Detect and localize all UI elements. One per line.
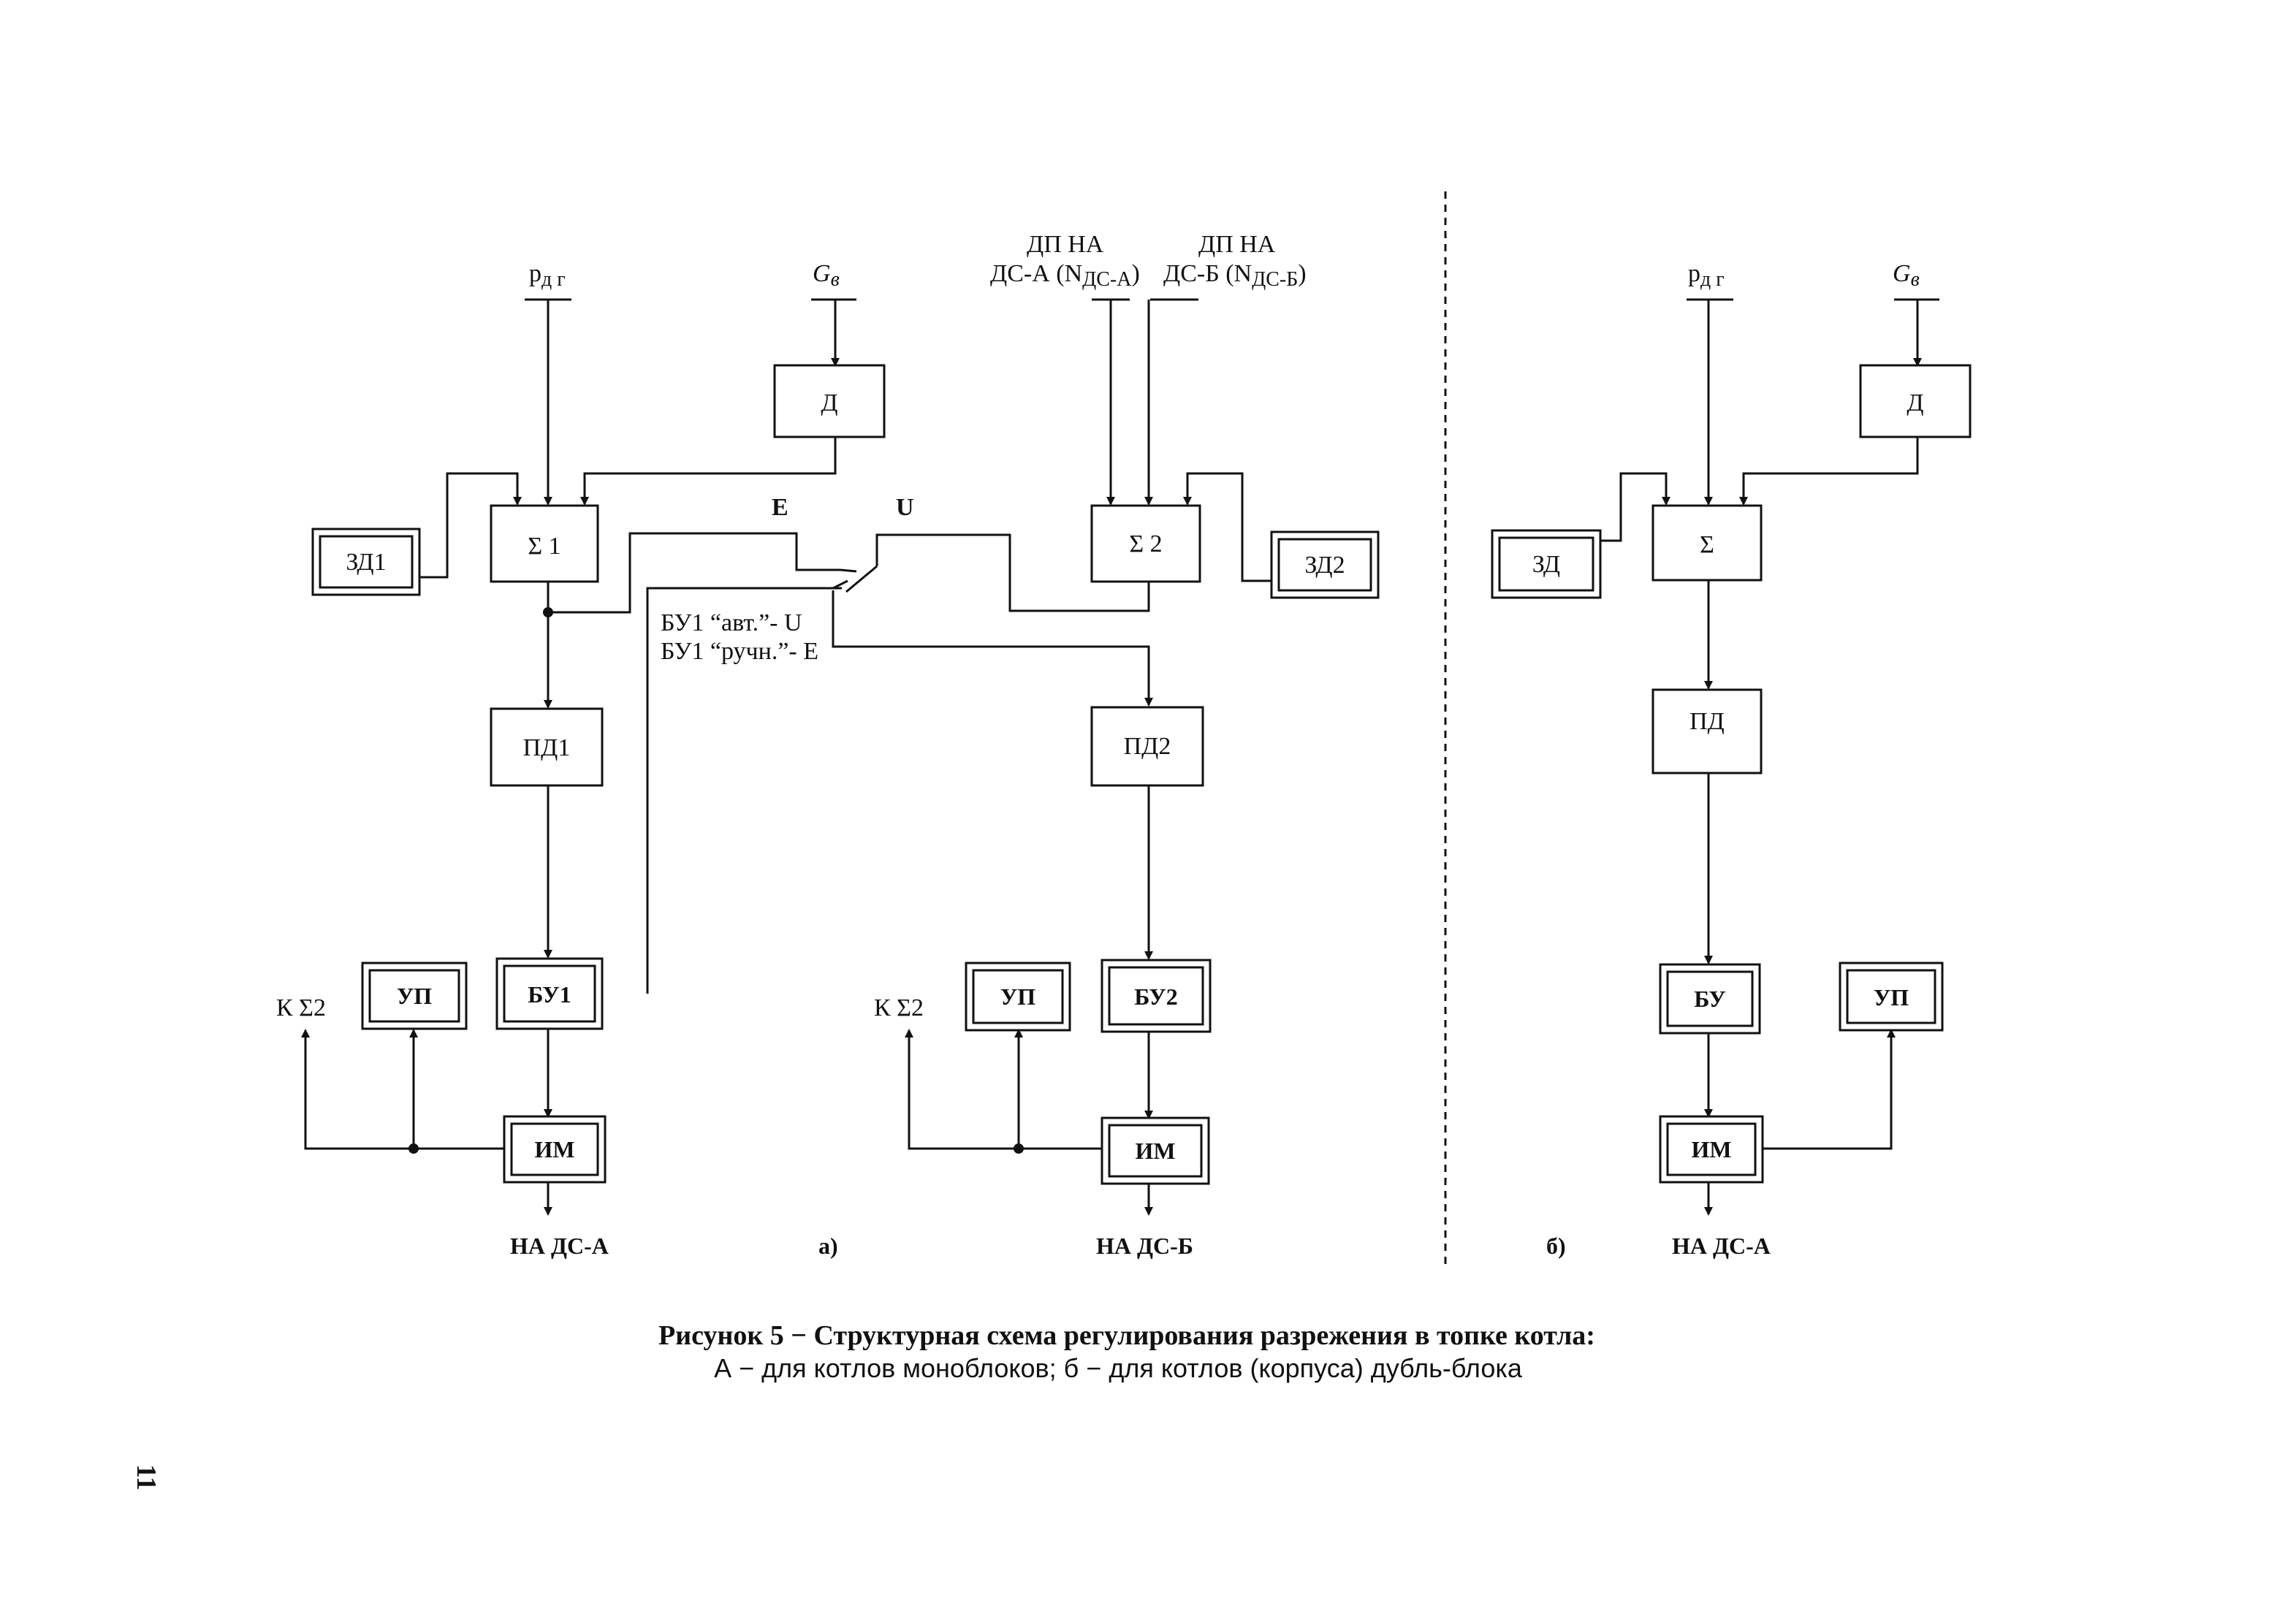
block-im2: ИМ bbox=[1101, 1116, 1210, 1185]
block-up2: УП bbox=[965, 962, 1071, 1032]
block-bu1: БУ1 bbox=[495, 957, 604, 1030]
switch-e-label: E bbox=[772, 494, 788, 521]
svg-text:УП: УП bbox=[1874, 984, 1909, 1010]
block-sum2: Σ 2 bbox=[1090, 504, 1201, 583]
block-pd2: ПД2 bbox=[1090, 706, 1204, 787]
b-block-bu: БУ bbox=[1659, 963, 1761, 1035]
page-number: 11 bbox=[131, 1464, 161, 1491]
block-bu2: БУ2 bbox=[1101, 959, 1212, 1033]
svg-text:Σ 1: Σ 1 bbox=[528, 533, 560, 560]
block-im1: ИМ bbox=[503, 1115, 607, 1184]
output-a-label: НА ДС-А bbox=[510, 1233, 609, 1259]
switch-u-label: U bbox=[896, 494, 914, 521]
b-input-g-label: Gв bbox=[1893, 260, 1920, 291]
svg-text:ПД1: ПД1 bbox=[523, 734, 571, 761]
switch-note-2: БУ1 “ручн.”- E bbox=[661, 638, 818, 665]
svg-text:ИМ: ИМ bbox=[534, 1136, 574, 1162]
block-pd1: ПД1 bbox=[490, 707, 604, 787]
figure-caption-title: Рисунок 5 − Структурная схема регулирова… bbox=[658, 1320, 1595, 1351]
dp-b-label-line2: ДС-Б (NДС-Б) bbox=[1163, 260, 1307, 291]
panel-b-label: б) bbox=[1546, 1233, 1566, 1259]
svg-text:Д: Д bbox=[821, 389, 837, 416]
panel-a-label: а) bbox=[818, 1233, 838, 1259]
b-input-p-label: рд г bbox=[1688, 260, 1725, 291]
dp-a-label-line1: ДП НА bbox=[1027, 231, 1104, 258]
svg-text:Д: Д bbox=[1907, 389, 1923, 416]
dp-a-label-line2: ДС-А (NДС-А) bbox=[990, 260, 1140, 291]
b-block-up: УП bbox=[1839, 962, 1944, 1032]
svg-text:ПД2: ПД2 bbox=[1124, 733, 1171, 760]
svg-text:УП: УП bbox=[397, 983, 432, 1009]
block-sum1: Σ 1 bbox=[490, 504, 599, 583]
svg-text:ИМ: ИМ bbox=[1691, 1136, 1731, 1162]
b-output-label: НА ДС-А bbox=[1672, 1233, 1771, 1259]
figure-caption-subtitle: А − для котлов моноблоков; б − для котло… bbox=[714, 1353, 1523, 1383]
svg-text:ЗД: ЗД bbox=[1532, 551, 1560, 578]
svg-text:ЗД1: ЗД1 bbox=[346, 549, 386, 576]
block-zd1: ЗД1 bbox=[311, 528, 421, 596]
svg-text:БУ1: БУ1 bbox=[528, 981, 571, 1008]
svg-text:БУ2: БУ2 bbox=[1134, 983, 1178, 1010]
svg-text:Σ 2: Σ 2 bbox=[1129, 530, 1162, 557]
output-b-label: НА ДС-Б bbox=[1096, 1233, 1193, 1259]
b-block-im: ИМ bbox=[1659, 1115, 1764, 1184]
input-g-label: Gв bbox=[813, 260, 840, 291]
b-block-zd: ЗД bbox=[1491, 529, 1602, 599]
to-sum2-label-2: К Σ2 bbox=[874, 994, 924, 1021]
block-d: Д bbox=[773, 364, 886, 438]
b-block-d: Д bbox=[1859, 364, 1972, 438]
svg-text:Σ: Σ bbox=[1700, 531, 1714, 558]
svg-text:БУ: БУ bbox=[1694, 986, 1726, 1012]
dp-b-label-line1: ДП НА bbox=[1198, 231, 1276, 258]
to-sum2-label-1: К Σ2 bbox=[276, 994, 326, 1021]
switch-note-1: БУ1 “авт.”- U bbox=[661, 609, 802, 636]
svg-text:ЗД2: ЗД2 bbox=[1304, 552, 1345, 579]
b-block-sum: Σ bbox=[1651, 504, 1763, 582]
panel-a: рд г Gв ДП НА ДС-А (NДС-А) ДП НА ДС-Б (N… bbox=[276, 231, 1380, 1259]
b-block-pd: ПД bbox=[1651, 688, 1763, 774]
svg-text:ИМ: ИМ bbox=[1135, 1138, 1175, 1164]
input-p-label: рд г bbox=[529, 260, 566, 291]
panel-b: рд г Gв Д Σ ЗД ПД bbox=[1491, 260, 1972, 1259]
block-zd2: ЗД2 bbox=[1270, 530, 1380, 599]
svg-text:ПД: ПД bbox=[1689, 708, 1725, 735]
block-up1: УП bbox=[361, 962, 468, 1030]
svg-text:УП: УП bbox=[1000, 983, 1035, 1010]
